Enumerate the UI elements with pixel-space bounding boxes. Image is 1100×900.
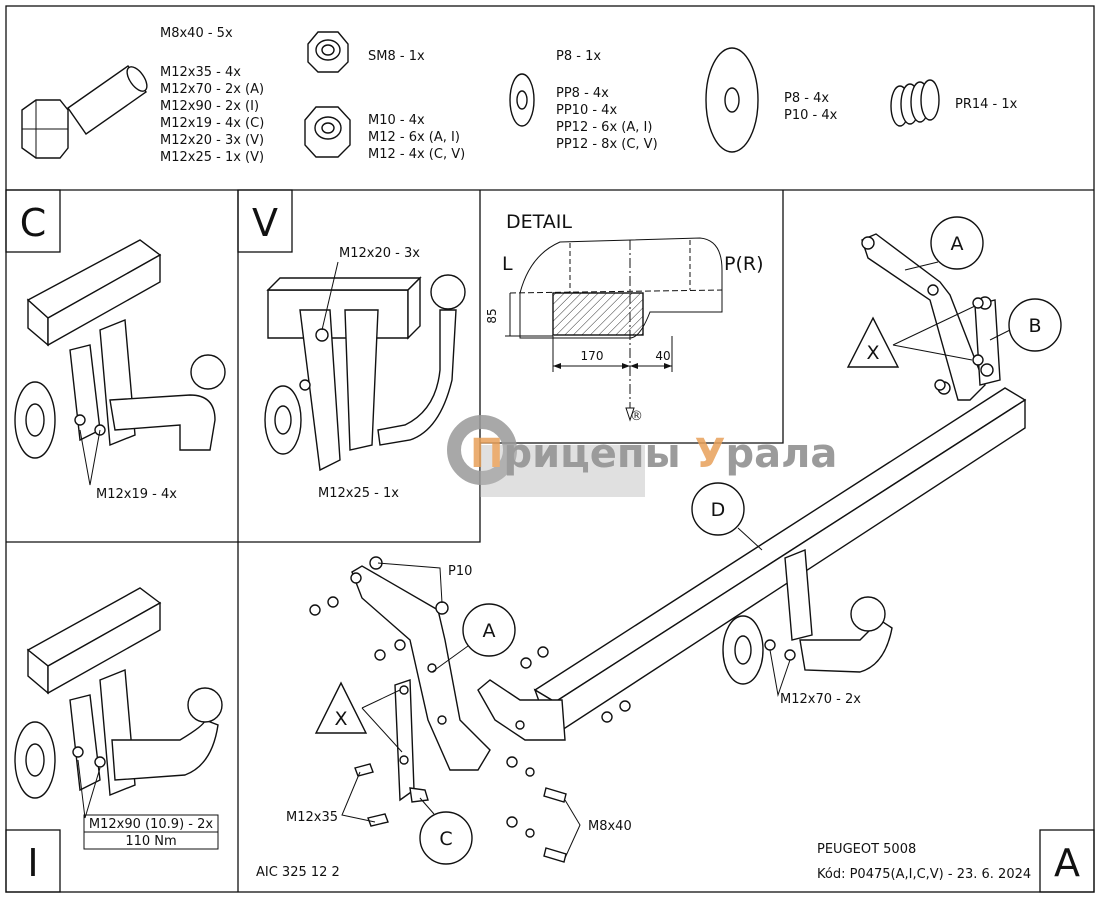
detail-hatched-section <box>552 292 644 336</box>
panel-c-hitch-drawing <box>14 239 226 459</box>
panel-a-letter-box <box>1039 829 1095 893</box>
p10-leader <box>377 562 443 604</box>
watermark-part: У <box>695 431 726 477</box>
v-panel-border <box>238 190 481 543</box>
bolt-label: M12x70 - 2x (A) <box>160 82 264 97</box>
callout-c-main-label: C <box>439 828 452 850</box>
callout-b <box>989 298 1062 352</box>
callout-b-label: B <box>1028 315 1041 337</box>
callout-x-left-label: X <box>334 708 347 730</box>
nut-label: M10 - 4x <box>368 113 425 128</box>
vehicle-model: PEUGEOT 5008 <box>817 842 916 857</box>
panel-c-leader <box>79 429 101 486</box>
panel-i-letter-box <box>5 829 61 893</box>
callout-x-right-label: X <box>866 342 879 364</box>
small-washer-label: P8 - 1x <box>556 49 601 64</box>
bolt-label: M12x19 - 4x (C) <box>160 116 264 131</box>
panel-c-letter: C <box>20 201 47 245</box>
left-bracket-a <box>350 565 491 771</box>
panel-v-letter: V <box>252 201 278 245</box>
callout-x-left <box>314 681 403 753</box>
large-washer-label: P8 - 4x <box>784 91 829 106</box>
watermark-logo: Прицепы Урала ® <box>447 409 837 497</box>
panel-i-leader <box>77 759 101 819</box>
detail-dim-offset: 40 <box>655 349 670 363</box>
callout-a-left-label: A <box>483 620 496 642</box>
detail-dimensions <box>505 293 673 422</box>
panel-v-letter-box <box>237 189 293 253</box>
m8x40-leader <box>564 799 581 859</box>
right-bracket-b <box>974 296 1001 386</box>
drawing-code: AIC 325 12 2 <box>256 865 340 880</box>
panel-v-hitch-drawing <box>264 274 466 472</box>
bolt-m12x35-note: M12x35 <box>286 810 338 825</box>
bolt-m12x70-note: M12x70 - 2x <box>780 692 861 707</box>
panel-a-letter: A <box>1054 841 1080 885</box>
m12x35-leader <box>341 771 376 823</box>
panel-v-top-leader <box>321 261 339 331</box>
bolt-m8x40-note: M8x40 <box>588 819 632 834</box>
callout-x-right <box>846 305 976 368</box>
callout-a-left <box>431 603 516 673</box>
panel-i-bolt-note: M12x90 (10.9) - 2x <box>89 817 213 832</box>
sheet-frame <box>5 5 1095 893</box>
panel-i-hitch-drawing <box>14 587 223 799</box>
callout-d-label: D <box>711 499 726 521</box>
washer-p10-note: P10 <box>448 564 472 579</box>
watermark-part: П <box>470 431 503 477</box>
panel-c-letter-box <box>5 189 61 253</box>
callout-a-right-label: A <box>951 233 964 255</box>
watermark-part: рала <box>726 431 838 477</box>
bolt-label: M12x20 - 3x (V) <box>160 133 264 148</box>
self-locking-nut-icon <box>307 31 349 73</box>
main-ball-hitch <box>722 548 893 685</box>
bolt-label: M12x90 - 2x (I) <box>160 99 259 114</box>
hex-nut-icon <box>304 106 351 158</box>
large-washer-label: P10 - 4x <box>784 108 838 123</box>
detail-panel-border <box>480 190 784 444</box>
detail-dim-width: 170 <box>581 349 604 363</box>
loose-fasteners <box>309 297 984 863</box>
small-washer-icon <box>509 73 535 127</box>
detail-dim-height: 85 <box>485 308 499 323</box>
bolt-label: M12x25 - 1x (V) <box>160 150 264 165</box>
panel-v-top-note: M12x20 - 3x <box>339 246 420 261</box>
panel-i-torque-note: 110 Nm <box>125 834 176 849</box>
callout-a-right <box>904 216 984 271</box>
small-washer-label: PP12 - 6x (A, I) <box>556 120 652 135</box>
watermark-title: Прицепы Урала <box>470 431 837 477</box>
hex-bolt-icon <box>21 65 148 159</box>
callout-d <box>691 482 763 551</box>
watermark-registered: ® <box>630 409 643 424</box>
left-bracket-c <box>394 679 429 803</box>
detail-left-label: L <box>502 253 513 275</box>
bolt-label: M12x35 - 4x <box>160 65 241 80</box>
panel-c-bolt-note: M12x19 - 4x <box>96 487 177 502</box>
detail-title: DETAIL <box>506 211 572 233</box>
small-washer-label: PP10 - 4x <box>556 103 617 118</box>
small-washer-label: PP12 - 8x (C, V) <box>556 137 658 152</box>
large-washer-icon <box>705 47 759 153</box>
product-code: Kód: P0475(A,I,C,V) - 23. 6. 2024 <box>817 867 1031 882</box>
watermark-part: рицепы <box>503 431 694 477</box>
callout-c-main <box>419 797 473 865</box>
left-end-plate <box>477 679 566 741</box>
bolt-label: M8x40 - 5x <box>160 26 233 41</box>
nut-label: M12 - 6x (A, I) <box>368 130 460 145</box>
spring-washer-icon <box>890 79 940 127</box>
panel-i-letter: I <box>27 841 38 885</box>
panel-v-bottom-note: M12x25 - 1x <box>318 486 399 501</box>
small-washer-label: PP8 - 4x <box>556 86 609 101</box>
spring-washer-label: PR14 - 1x <box>955 97 1018 112</box>
detail-right-label: P(R) <box>724 253 763 275</box>
self-locking-nut-label: SM8 - 1x <box>368 49 425 64</box>
m12x70-leader <box>769 649 791 697</box>
nut-label: M12 - 4x (C, V) <box>368 147 465 162</box>
